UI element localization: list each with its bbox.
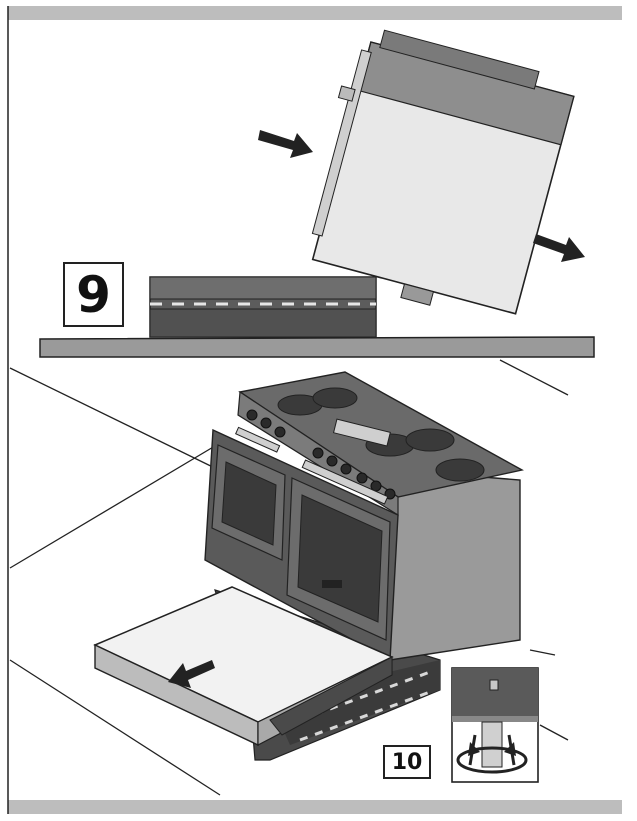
floor-line [9, 439, 226, 569]
tilted-range [311, 29, 575, 315]
floor-line [539, 724, 569, 741]
floor-line [9, 659, 221, 796]
step-9-illustration [39, 29, 595, 358]
leveling-leg-detail-inset [451, 667, 539, 783]
top-band [8, 6, 622, 20]
step-10-illustration [9, 359, 569, 796]
arrow-right-icon [258, 130, 313, 158]
bottom-band [8, 800, 622, 814]
floor-line [499, 359, 569, 396]
floor-line [529, 649, 556, 656]
arrow-right-icon [533, 234, 585, 262]
floor-slab [39, 336, 595, 358]
rotate-arrows-icon [456, 734, 528, 774]
floor-line [9, 367, 226, 474]
arrow-left-icon [168, 660, 215, 688]
range-unit [204, 371, 524, 662]
step-number-9: 9 [63, 262, 124, 327]
step-number-10: 10 [383, 745, 431, 779]
carton-base [93, 586, 394, 747]
